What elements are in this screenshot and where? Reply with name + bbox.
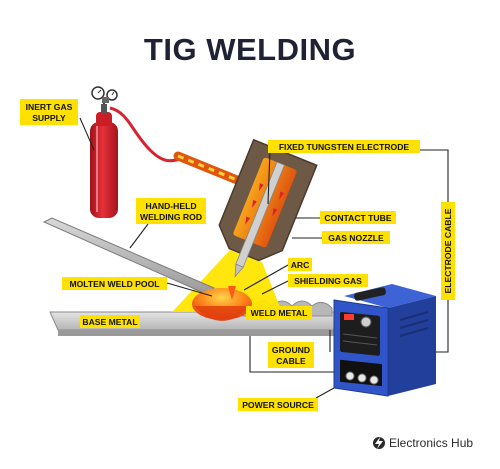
- gas-regulator: [91, 86, 118, 104]
- label-inert-gas-supply: INERT GAS SUPPLY: [20, 99, 78, 125]
- label-tungsten-electrode: FIXED TUNGSTEN ELECTRODE: [268, 140, 420, 153]
- output-socket-icon: [357, 373, 367, 383]
- svg-text:ARC: ARC: [291, 260, 310, 270]
- svg-text:GROUND: GROUND: [272, 345, 310, 355]
- label-gas-nozzle: GAS NOZZLE: [322, 231, 390, 244]
- label-ground-cable: GROUND CABLE: [268, 342, 314, 368]
- brand-name: Electronics Hub: [389, 436, 473, 450]
- welding-rod: [42, 217, 215, 295]
- weld-penetration: [194, 306, 250, 321]
- label-power-source: POWER SOURCE: [238, 398, 318, 411]
- gas-cylinder: [90, 104, 118, 218]
- svg-text:SUPPLY: SUPPLY: [32, 113, 66, 123]
- ground-cable-line: [249, 336, 334, 373]
- brand-logo: Electronics Hub: [373, 436, 473, 450]
- gas-flow-arrows: [245, 183, 284, 225]
- output-socket-icon: [345, 371, 355, 381]
- label-contact-tube: CONTACT TUBE: [320, 211, 396, 224]
- svg-text:HAND-HELD: HAND-HELD: [145, 201, 196, 211]
- label-base-metal: BASE METAL: [80, 315, 140, 328]
- leader-lines: [79, 117, 322, 313]
- output-socket-icon: [369, 375, 379, 385]
- svg-text:INERT GAS: INERT GAS: [26, 102, 73, 112]
- electrode-cable-top: [296, 149, 449, 202]
- arc: [228, 286, 236, 300]
- label-shielding-gas: SHIELDING GAS: [288, 274, 368, 287]
- power-source-machine: [333, 284, 436, 397]
- svg-text:ELECTRODE CABLE: ELECTRODE CABLE: [443, 208, 453, 293]
- svg-text:CONTACT TUBE: CONTACT TUBE: [324, 213, 391, 223]
- label-weld-metal: WELD METAL: [246, 306, 312, 319]
- svg-text:BASE METAL: BASE METAL: [82, 317, 137, 327]
- svg-text:MOLTEN WELD POOL: MOLTEN WELD POOL: [69, 279, 159, 289]
- torch-gas-tube: [173, 151, 247, 187]
- label-electrode-cable: ELECTRODE CABLE: [441, 202, 455, 300]
- svg-text:GAS NOZZLE: GAS NOZZLE: [328, 233, 384, 243]
- leader-power-source: [315, 387, 335, 399]
- svg-text:WELDING ROD: WELDING ROD: [140, 212, 202, 222]
- svg-text:CABLE: CABLE: [276, 356, 306, 366]
- page-title: TIG WELDING: [144, 32, 356, 67]
- svg-text:FIXED TUNGSTEN ELECTRODE: FIXED TUNGSTEN ELECTRODE: [279, 142, 410, 152]
- label-molten-weld-pool: MOLTEN WELD POOL: [62, 277, 167, 290]
- electrode-cable-bottom: [434, 300, 449, 353]
- label-arc: ARC: [288, 258, 312, 271]
- svg-text:WELD METAL: WELD METAL: [251, 308, 308, 318]
- svg-text:SHIELDING GAS: SHIELDING GAS: [294, 276, 362, 286]
- svg-text:POWER SOURCE: POWER SOURCE: [242, 400, 314, 410]
- label-welding-rod: HAND-HELD WELDING ROD: [136, 198, 206, 224]
- lightning-bolt-icon: [373, 437, 385, 449]
